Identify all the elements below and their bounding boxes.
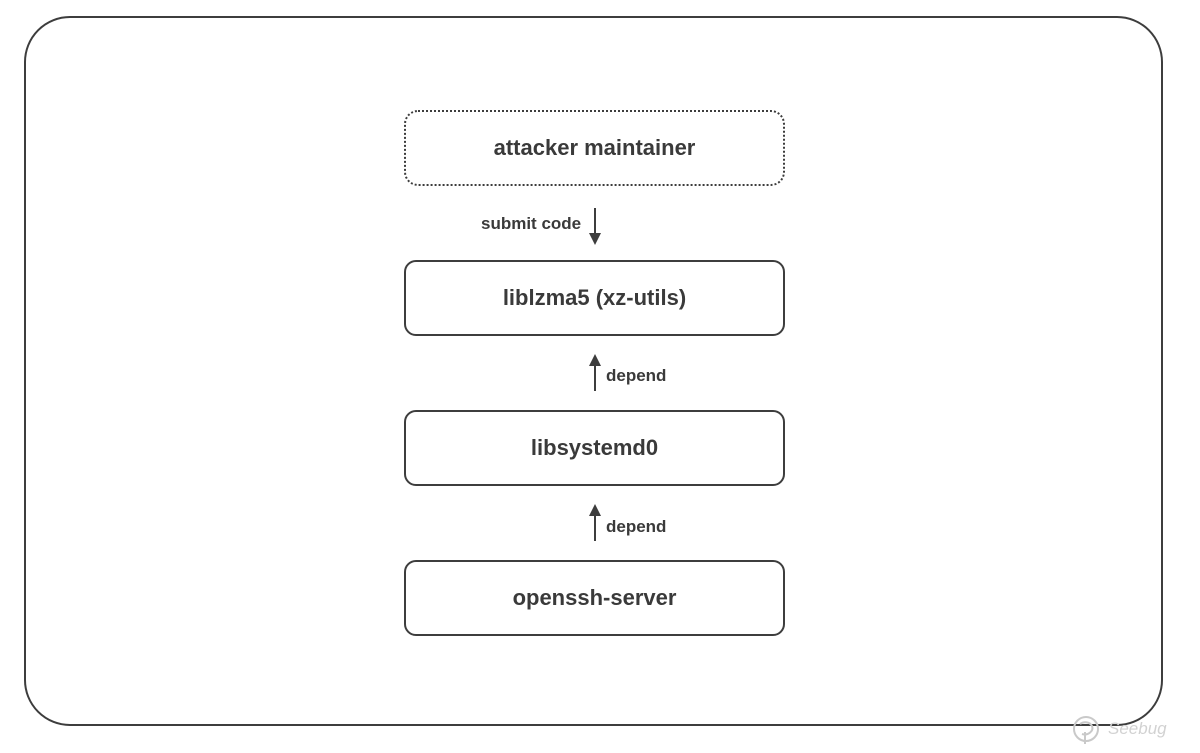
edge-label-depend-2: depend bbox=[606, 517, 667, 536]
node-label: openssh-server bbox=[512, 585, 677, 610]
node-label: attacker maintainer bbox=[493, 135, 696, 160]
node-liblzma5: liblzma5 (xz-utils) bbox=[404, 260, 785, 336]
watermark-text: Seebug bbox=[1108, 719, 1167, 738]
node-label: libsystemd0 bbox=[530, 435, 659, 460]
edge-label-depend-1: depend bbox=[606, 366, 667, 385]
node-openssh-server: openssh-server bbox=[404, 560, 785, 636]
diagram-frame bbox=[24, 16, 1163, 726]
node-libsystemd0: libsystemd0 bbox=[404, 410, 785, 486]
seebug-logo-icon bbox=[1073, 716, 1099, 744]
node-label: liblzma5 (xz-utils) bbox=[502, 285, 687, 310]
node-attacker-maintainer: attacker maintainer bbox=[404, 110, 785, 186]
edge-label-submit-code: submit code bbox=[481, 214, 582, 233]
watermark: Seebug bbox=[1070, 712, 1167, 746]
